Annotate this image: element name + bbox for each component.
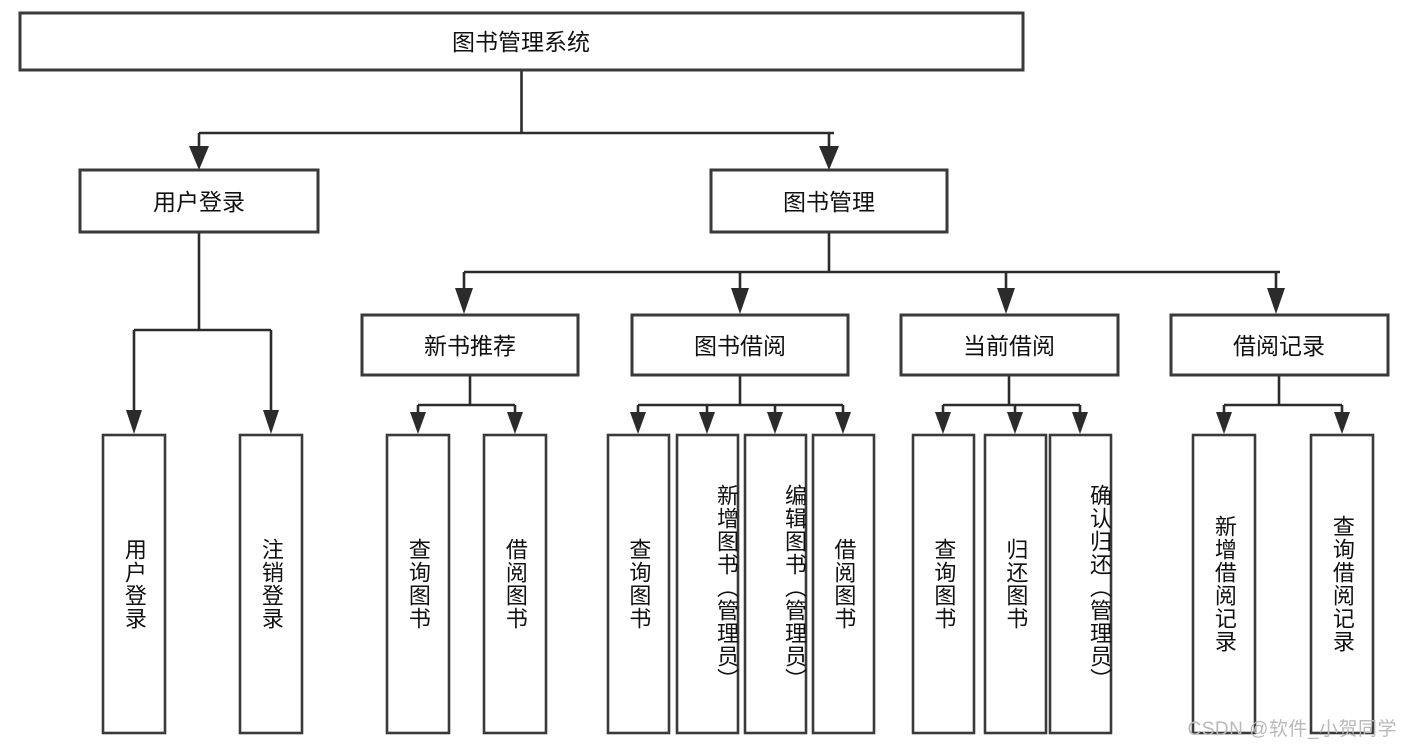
leaf-box-user-login[interactable] <box>101 433 167 735</box>
edge-group-book-mgmt <box>455 232 1285 314</box>
node-new-book-recommend-label: 新书推荐 <box>424 333 516 359</box>
node-book-borrow-box <box>630 313 850 377</box>
edge-group-root <box>189 70 839 170</box>
arrow-head-borrow-edit <box>767 412 783 434</box>
arrow-head-newbook-query <box>410 412 426 434</box>
node-user-login-box <box>78 168 320 234</box>
node-book-management[interactable]: 图书管理 <box>709 168 949 234</box>
arrow-head-current-confirm <box>1072 412 1088 434</box>
arrow-head-newbook-borrow <box>507 412 523 434</box>
arrow-head-leaf-logout <box>263 410 279 434</box>
arrow-head-current-borrow <box>997 288 1015 314</box>
arrow-head-borrow-query <box>630 412 646 434</box>
arrow-head-leaf-user-login <box>126 410 142 434</box>
node-borrow-records-box <box>1169 313 1390 377</box>
edge-group-user-login <box>126 232 279 434</box>
leaf-boxes <box>101 433 1375 735</box>
node-book-borrow-label: 图书借阅 <box>694 333 786 359</box>
node-user-login[interactable]: 用户登录 <box>78 168 320 234</box>
arrow-head-borrow-records <box>1267 288 1285 314</box>
arrow-head-book-mgmt <box>819 146 839 170</box>
node-root-label: 图书管理系统 <box>452 29 590 55</box>
node-new-book-recommend[interactable]: 新书推荐 <box>360 313 580 377</box>
arrow-head-records-query <box>1334 412 1350 434</box>
leaf-box-logout[interactable] <box>238 433 304 735</box>
arrow-head-records-add <box>1216 412 1232 434</box>
node-borrow-records[interactable]: 借阅记录 <box>1169 313 1390 377</box>
arrow-head-current-return <box>1007 412 1023 434</box>
edge-group-newbook <box>410 375 523 434</box>
node-current-borrow-box <box>899 313 1120 377</box>
node-current-borrow-label: 当前借阅 <box>963 333 1055 359</box>
node-book-management-box <box>709 168 949 234</box>
arrow-head-newbook <box>455 288 473 314</box>
arrow-head-current-query <box>935 412 951 434</box>
node-root[interactable]: 图书管理系统 <box>18 11 1025 72</box>
arrow-head-borrow-lend <box>835 412 851 434</box>
leaf-box-current-return[interactable] <box>983 433 1048 735</box>
edge-group-current-borrow <box>935 375 1088 434</box>
node-new-book-recommend-box <box>360 313 580 377</box>
node-user-login-label: 用户登录 <box>153 189 245 215</box>
watermark-text: CSDN @软件_小贺同学 <box>1187 719 1397 740</box>
arrow-head-borrow-add <box>699 412 715 434</box>
leaf-box-newbook-query[interactable] <box>385 433 451 735</box>
arrow-head-borrow <box>731 288 749 314</box>
edge-group-borrow <box>630 375 851 434</box>
edge-group-records <box>1216 375 1350 434</box>
leaf-box-borrow-edit[interactable] <box>743 433 808 735</box>
leaf-box-records-add[interactable] <box>1191 433 1257 735</box>
leaf-box-newbook-borrow[interactable] <box>482 433 548 735</box>
node-book-borrow[interactable]: 图书借阅 <box>630 313 850 377</box>
node-borrow-records-label: 借阅记录 <box>1233 333 1325 359</box>
node-root-box <box>18 11 1025 72</box>
leaf-box-current-query[interactable] <box>911 433 976 735</box>
arrow-head-user-login <box>189 146 209 170</box>
leaf-box-borrow-add[interactable] <box>675 433 740 735</box>
node-book-management-label: 图书管理 <box>783 189 875 215</box>
node-current-borrow[interactable]: 当前借阅 <box>899 313 1120 377</box>
leaf-box-current-confirm[interactable] <box>1048 433 1113 735</box>
leaf-box-records-query[interactable] <box>1309 433 1375 735</box>
leaf-box-borrow-query[interactable] <box>606 433 671 735</box>
leaf-box-borrow-lend[interactable] <box>811 433 876 735</box>
